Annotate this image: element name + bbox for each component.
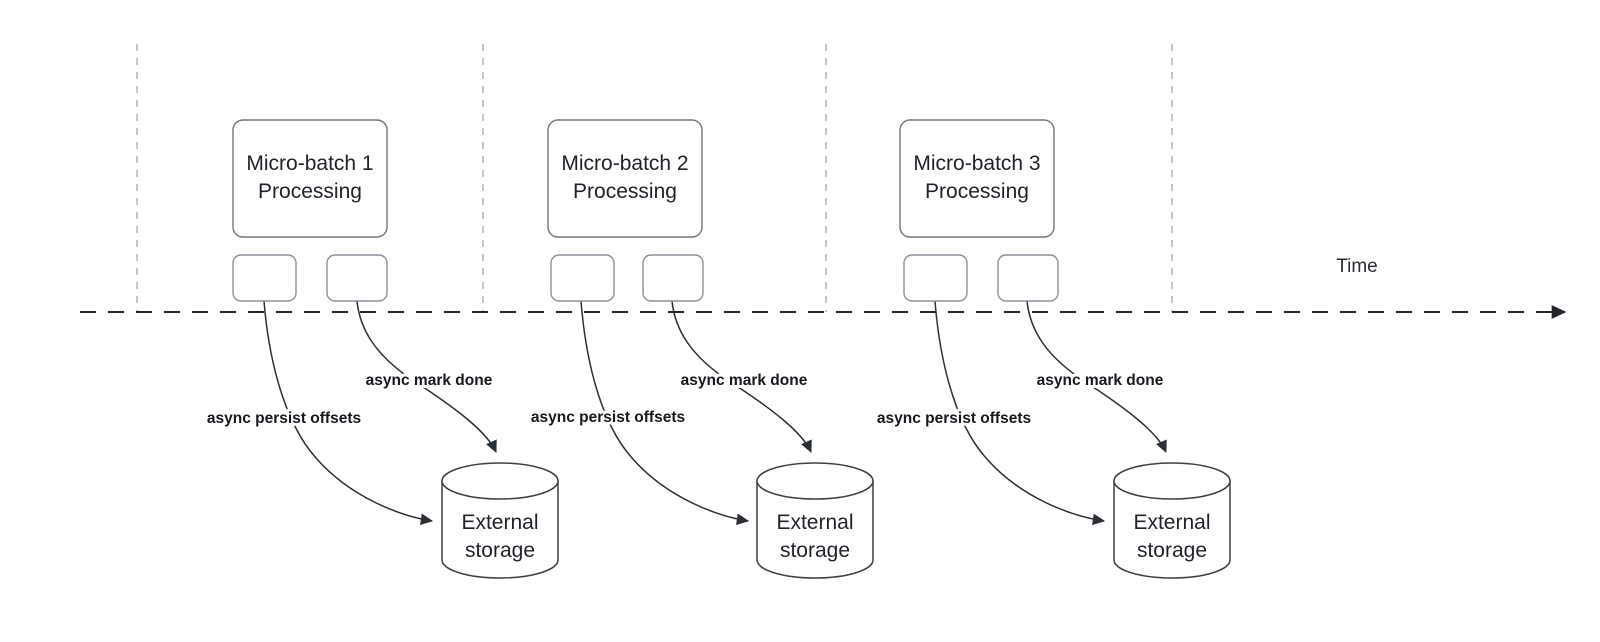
micro-batch-3-label-line2: Processing: [925, 180, 1029, 203]
micro-batch-1-label-line2: Processing: [258, 180, 362, 203]
micro-batch-3-persist-offsets-edge-label-halo: async persist offsets: [877, 410, 1031, 427]
micro-batch-1-storage-label-line2: storage: [465, 539, 535, 562]
micro-batch-3-mark-done-edge-label: async mark done: [1037, 372, 1164, 389]
micro-batch-2-label-line1: Micro-batch 2: [561, 152, 688, 175]
micro-batch-1-mark-done-edge-label: async mark done: [366, 372, 493, 389]
micro-batch-2-box[interactable]: Micro-batch 2 Processing: [547, 119, 703, 238]
micro-batch-3-persist-offsets-edge-label: async persist offsets: [877, 410, 1031, 427]
micro-batch-2-mark-done-edge-label: async mark done: [681, 372, 808, 389]
micro-batch-1-persist-task[interactable]: [232, 254, 297, 302]
micro-batch-3-mark-done-edge-label-halo: async mark done: [1037, 372, 1164, 389]
micro-batch-1-mark-done-task[interactable]: [326, 254, 388, 302]
batch-boundaries: [136, 44, 1173, 312]
micro-batch-3-persist-task[interactable]: [903, 254, 968, 302]
micro-batch-2-cylinder-top: [756, 462, 874, 500]
micro-batch-3-box-shape: [899, 119, 1055, 238]
micro-batch-2-label-line2: Processing: [573, 180, 677, 203]
micro-batch-2-external-storage[interactable]: External storage: [756, 462, 874, 579]
micro-batch-2-persist-task[interactable]: [550, 254, 615, 302]
micro-batch-1-storage-label-line1: External: [461, 511, 538, 534]
micro-batch-2-storage-label-line1: External: [776, 511, 853, 534]
micro-batch-2-persist-offsets-edge-label-halo: async persist offsets: [531, 409, 685, 426]
micro-batch-1-mark-done-edge: [356, 300, 497, 454]
micro-batch-3-storage-label-line2: storage: [1137, 539, 1207, 562]
micro-batch-1-persist-offsets-edge: [263, 300, 434, 526]
flow-edges: [263, 300, 1167, 526]
micro-batch-2-storage-label-line2: storage: [780, 539, 850, 562]
micro-batch-1-mark-done-edge-label-halo: async mark done: [366, 372, 493, 389]
micro-batch-1-persist-offsets-edge-label: async persist offsets: [207, 410, 361, 427]
time-axis: Time: [80, 256, 1567, 319]
micro-batch-2-persist-offsets-edge-label: async persist offsets: [531, 409, 685, 426]
micro-batch-3-box[interactable]: Micro-batch 3 Processing: [899, 119, 1055, 238]
micro-batch-1-box-shape: [232, 119, 388, 238]
micro-batch-2-mark-done-edge: [671, 300, 812, 454]
micro-batch-1-label-line1: Micro-batch 1: [246, 152, 373, 175]
micro-batch-3-persist-offsets-edge: [934, 300, 1106, 526]
micro-batch-1-external-storage[interactable]: External storage: [441, 462, 559, 579]
time-axis-label: Time: [1336, 256, 1378, 277]
micro-batch-2-mark-done-edge-label-halo: async mark done: [681, 372, 808, 389]
micro-batch-2-box-shape: [547, 119, 703, 238]
micro-batch-2-mark-done-task[interactable]: [642, 254, 704, 302]
micro-batch-3-storage-label-line1: External: [1133, 511, 1210, 534]
micro-batch-2-cylinder-body: [756, 480, 874, 579]
flow-edge-labels: async persist offsets async persist offse…: [204, 369, 1167, 430]
micro-batch-1-box[interactable]: Micro-batch 1 Processing: [232, 119, 388, 238]
micro-batch-3-cylinder-body: [1113, 480, 1231, 579]
micro-batch-2-persist-offsets-edge: [580, 300, 750, 526]
micro-batch-3-mark-done-edge: [1026, 300, 1167, 454]
micro-batch-3-cylinder-top: [1113, 462, 1231, 500]
micro-batch-3-external-storage[interactable]: External storage: [1113, 462, 1231, 579]
micro-batch-1-cylinder-body: [441, 480, 559, 579]
micro-batch-1-cylinder-top: [441, 462, 559, 500]
micro-batch-3-label-line1: Micro-batch 3: [913, 152, 1040, 175]
micro-batch-1-persist-offsets-edge-label-halo: async persist offsets: [207, 410, 361, 427]
micro-batch-3-mark-done-task[interactable]: [997, 254, 1059, 302]
